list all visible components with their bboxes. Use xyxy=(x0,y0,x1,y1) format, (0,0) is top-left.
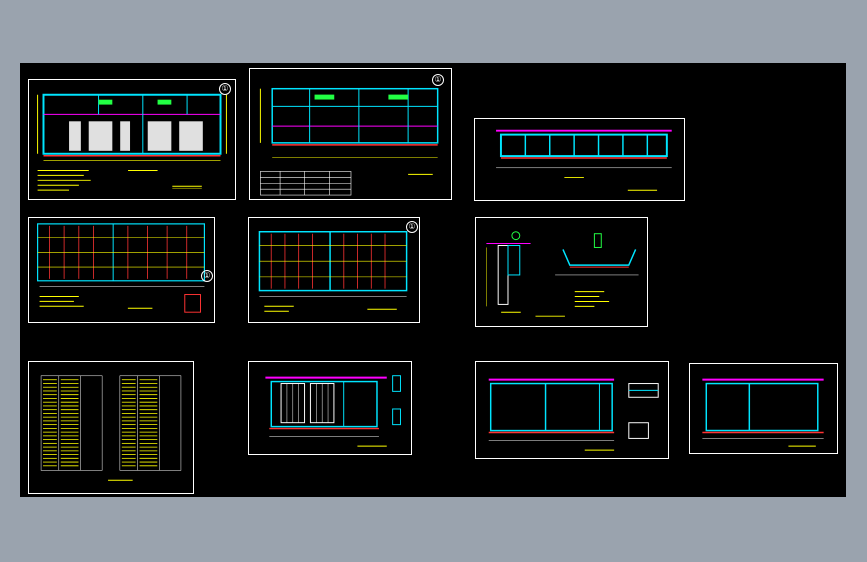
elevation-1-drawing xyxy=(265,375,401,447)
sheet-plan-1: ① xyxy=(28,79,236,200)
plan-1-drawing xyxy=(37,93,227,191)
details-drawing xyxy=(486,231,639,317)
plan-2-drawing xyxy=(259,87,439,196)
sheet-rebar-plan-1: ① xyxy=(28,217,215,323)
sheet-marker: ① xyxy=(219,83,231,95)
sheet-marker: ① xyxy=(406,221,418,233)
section-long-drawing xyxy=(496,129,672,191)
sheet-elevation-1 xyxy=(248,361,412,455)
sheet-schedule-table xyxy=(28,361,194,494)
elevation-3-drawing xyxy=(702,378,824,447)
sheet-elevation-3 xyxy=(689,363,838,454)
schedule-table-drawing xyxy=(40,375,182,481)
sheet-elevation-2 xyxy=(475,361,669,459)
sheet-details xyxy=(475,217,648,327)
rebar-plan-1-drawing xyxy=(37,223,205,313)
sheet-marker: ① xyxy=(432,74,444,86)
sheet-plan-2: ① xyxy=(249,68,452,200)
drawing-canvas: ① ① xyxy=(20,63,846,497)
sheet-section-long xyxy=(474,118,685,201)
rebar-plan-2-drawing xyxy=(258,231,408,312)
sheet-rebar-plan-2: ① xyxy=(248,217,420,323)
elevation-2-drawing xyxy=(488,378,659,451)
sheet-marker: ① xyxy=(201,270,213,282)
